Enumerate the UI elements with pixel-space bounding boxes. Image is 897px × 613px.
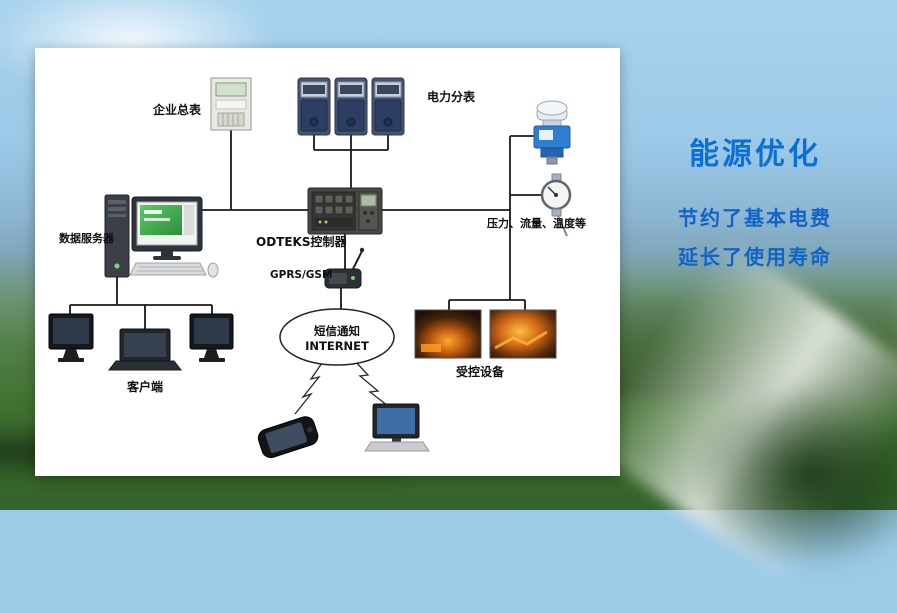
enterprise-meter-label: 企业总表 — [153, 103, 202, 117]
gprs-label: GPRS/GSM — [270, 269, 333, 281]
sensor-label: 压力、流量、温度等 — [487, 217, 586, 230]
connection-lines — [69, 130, 542, 329]
controller-label: ODTEKS控制器 — [256, 235, 347, 249]
caption-line-1: 节约了基本电费 — [678, 206, 832, 230]
data-server-label: 数据服务器 — [59, 232, 114, 245]
controller-device — [307, 187, 383, 235]
enterprise-meter-device — [210, 77, 252, 131]
client-monitor-1 — [48, 313, 94, 362]
controlled-equipment-label: 受控设备 — [456, 365, 505, 379]
power-submeter-label: 电力分表 — [427, 90, 476, 104]
furnace-image-2 — [489, 309, 557, 359]
diagram-panel: 短信通知 INTERNET — [35, 48, 620, 476]
system-diagram: 短信通知 INTERNET — [48, 77, 572, 459]
pressure-gauge-device — [540, 173, 572, 237]
pressure-transmitter-device — [533, 100, 571, 165]
caption-line-2: 延长了使用寿命 — [678, 245, 832, 269]
data-server-device — [104, 194, 219, 278]
client-monitor-2 — [189, 313, 234, 362]
remote-laptop-device — [364, 403, 430, 452]
wireless-link-bolts — [294, 360, 389, 415]
internet-label-line2: INTERNET — [305, 339, 369, 353]
power-submeter-device-3 — [371, 77, 405, 136]
furnace-image-1 — [414, 309, 482, 359]
caption-block: 能源优化 节约了基本电费 延长了使用寿命 — [640, 137, 870, 270]
gprs-modem-device — [324, 247, 365, 289]
background-bush — [687, 380, 897, 570]
caption-title: 能源优化 — [689, 137, 821, 172]
power-submeter-device-1 — [297, 77, 331, 136]
client-label: 客户端 — [127, 380, 164, 394]
internet-cloud: 短信通知 INTERNET — [279, 308, 395, 366]
smartphone-device — [257, 416, 319, 459]
power-submeter-device-2 — [334, 77, 368, 136]
internet-label-line1: 短信通知 — [314, 324, 360, 338]
client-laptop — [107, 328, 183, 371]
